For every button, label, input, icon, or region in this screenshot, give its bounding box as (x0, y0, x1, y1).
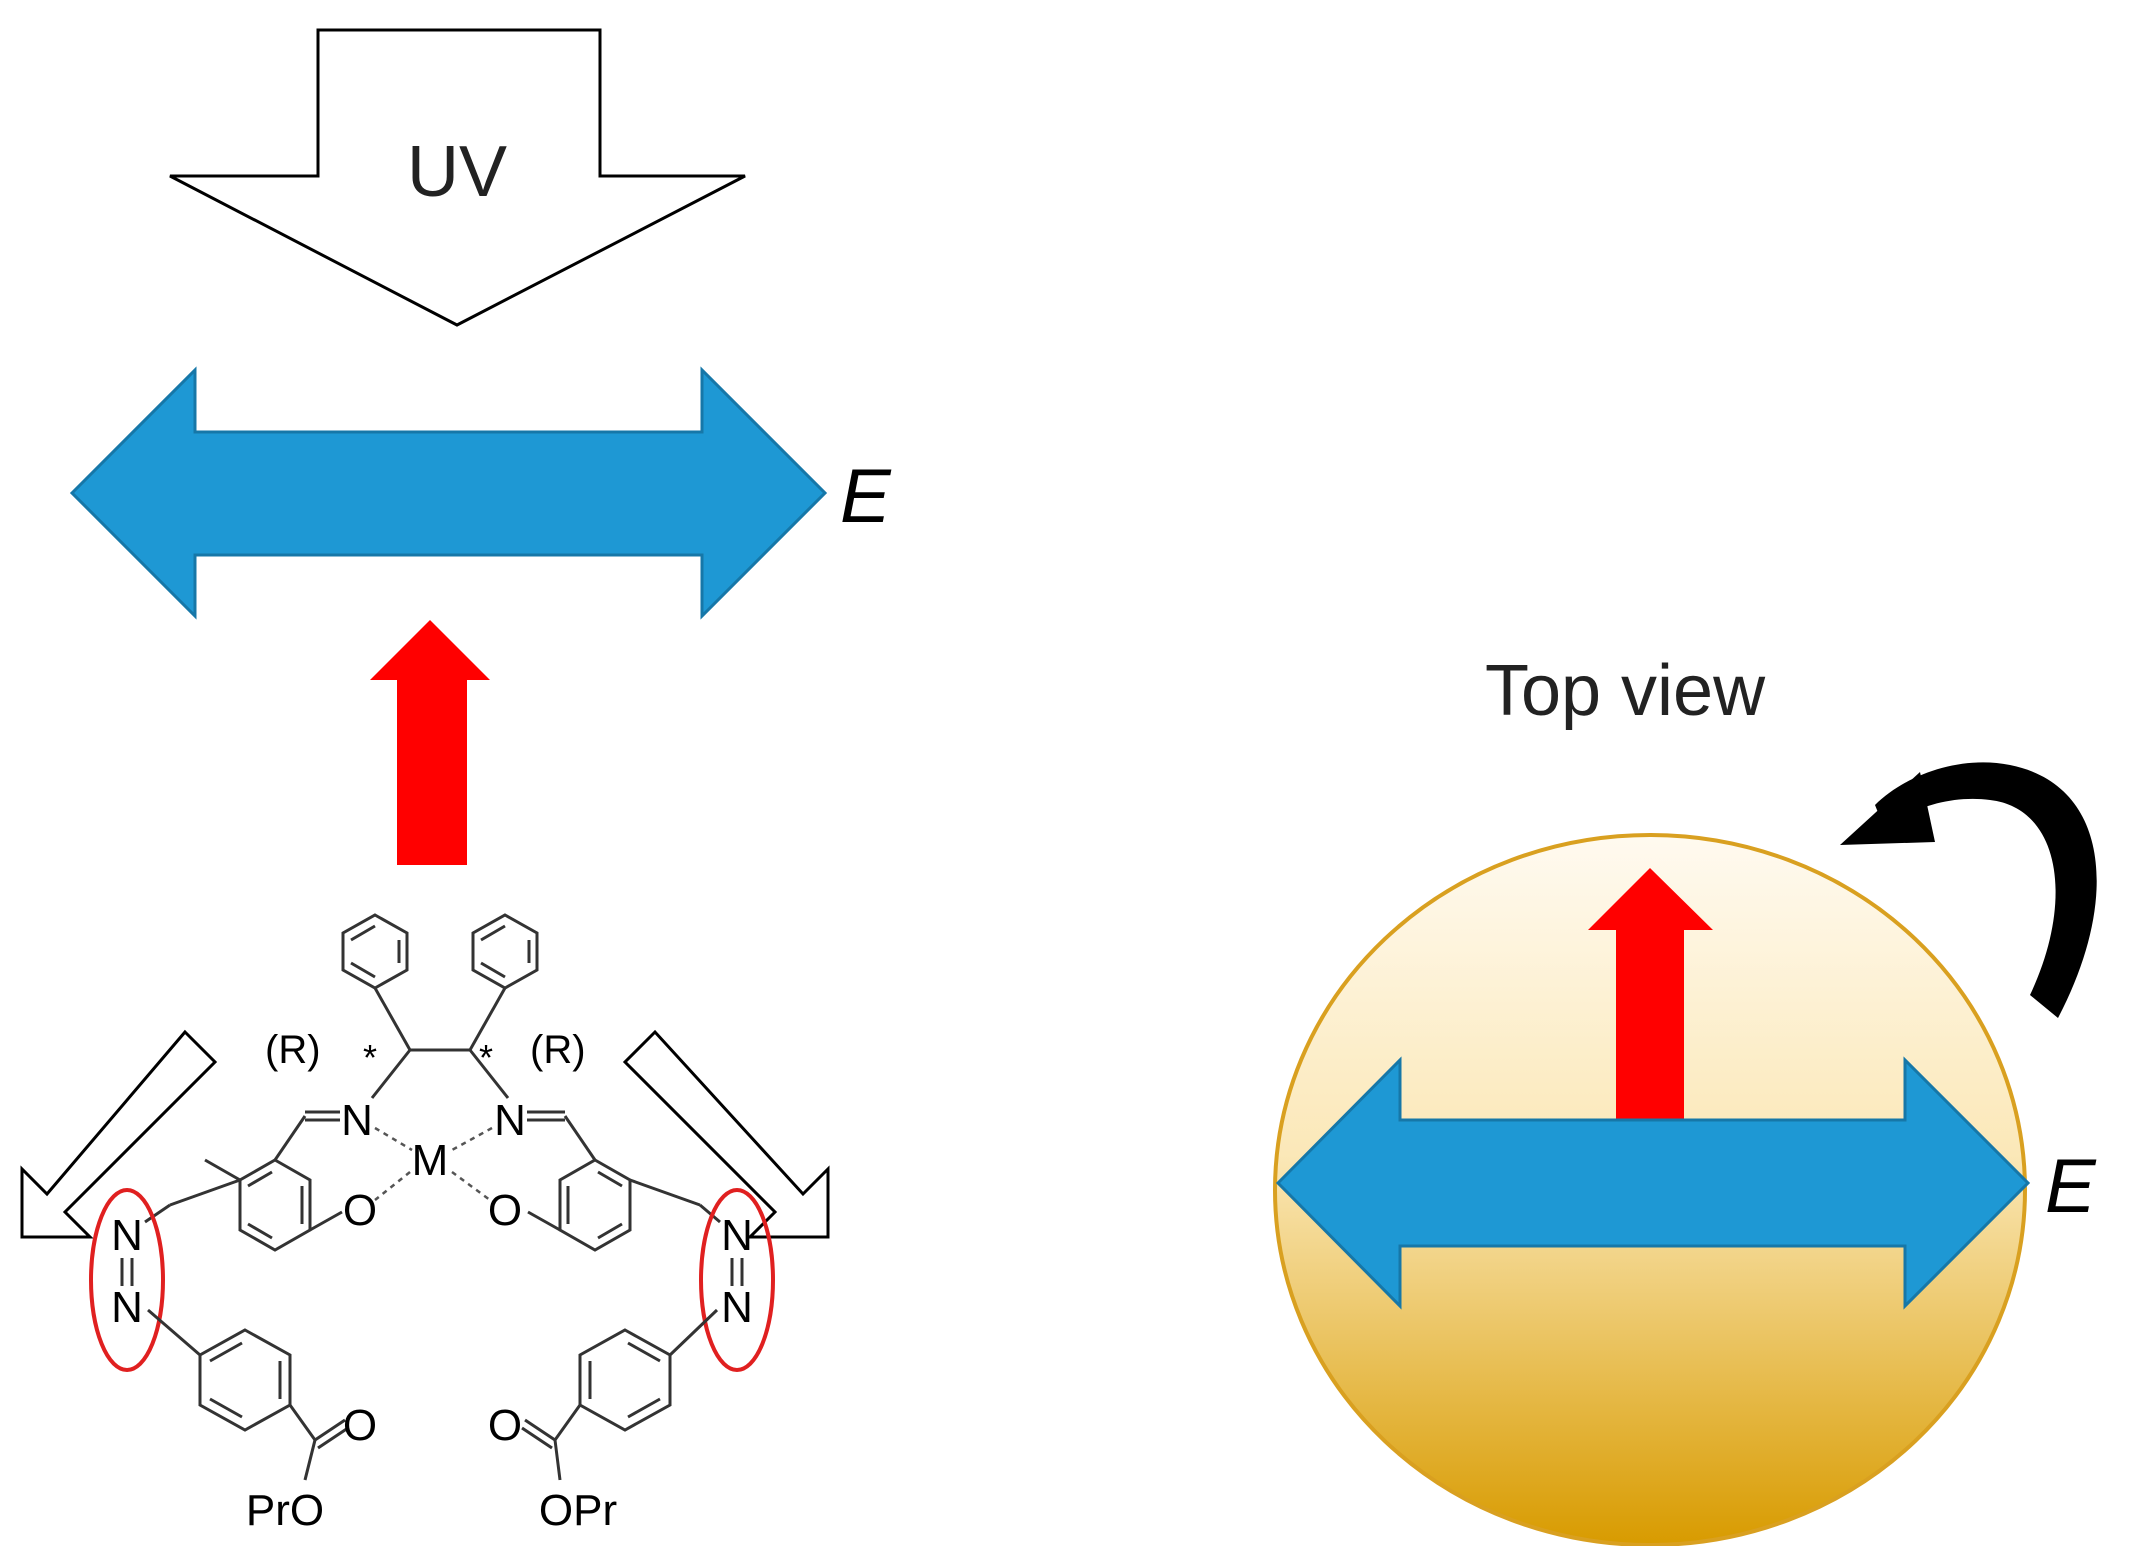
carbonyl-o-left: O (343, 1401, 377, 1450)
stereo-label-right: (R) (530, 1028, 586, 1072)
top-view-label: Top view (1485, 651, 1766, 731)
phenyl-ring-left (341, 913, 409, 990)
uv-label: UV (407, 132, 507, 212)
ester-group-left: PrO (246, 1486, 324, 1535)
phenoxide-o-left: O (343, 1186, 377, 1235)
rotation-arrow (1840, 762, 2097, 1018)
salicyl-ring-right (558, 1158, 632, 1252)
azo-n2-left: N (111, 1283, 143, 1332)
benzoate-ring-left (198, 1328, 292, 1432)
e-field-label-left: E (840, 454, 892, 539)
azo-n1-left: N (111, 1211, 143, 1260)
chiral-star-left: * (363, 1037, 377, 1078)
azo-highlight-left (89, 1188, 165, 1372)
stereo-label-left: (R) (265, 1028, 321, 1072)
hollow-arrow-lower-left (20, 1029, 218, 1239)
azo-n2-right: N (721, 1283, 753, 1332)
phenoxide-o-right: O (488, 1186, 522, 1235)
phenyl-ring-right (471, 913, 539, 990)
hollow-arrow-lower-right (622, 1029, 830, 1239)
imine-n-left: N (341, 1096, 373, 1145)
ester-group-right: OPr (539, 1486, 617, 1535)
uv-arrow: UV (169, 28, 746, 327)
imine-n-right: N (494, 1096, 526, 1145)
metal-center: M (412, 1136, 449, 1185)
carbonyl-o-right: O (488, 1401, 522, 1450)
e-field-label-right: E (2045, 1144, 2097, 1229)
salicyl-ring-left (238, 1158, 312, 1252)
dipole-arrow-left (370, 620, 490, 865)
chiral-star-right: * (479, 1037, 493, 1078)
azo-n1-right: N (721, 1211, 753, 1260)
azo-highlight-right (699, 1188, 775, 1372)
polarization-arrow-right (1275, 1056, 2031, 1310)
dipole-arrow-right (1588, 868, 1713, 1120)
molecule-structure: * * (R) (R) N N M O O (89, 913, 775, 1535)
polarization-arrow-left (69, 366, 828, 620)
benzoate-ring-right (578, 1328, 672, 1432)
